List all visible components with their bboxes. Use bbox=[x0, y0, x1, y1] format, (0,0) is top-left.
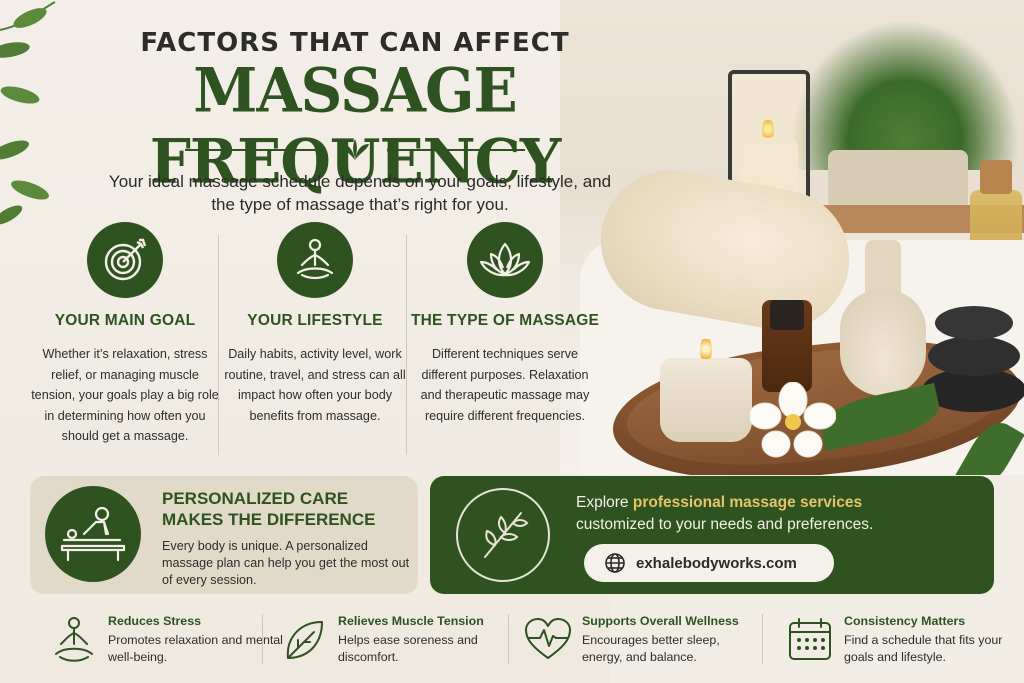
factor-title: YOUR LIFESTYLE bbox=[247, 312, 383, 329]
title-divider bbox=[185, 138, 525, 162]
factor-icon-circle bbox=[277, 222, 353, 298]
lantern-flame-image bbox=[762, 118, 774, 140]
website-link[interactable]: exhalebodyworks.com bbox=[584, 544, 834, 582]
factor-main-goal: YOUR MAIN GOAL Whether it’s relaxation, … bbox=[30, 222, 220, 447]
explore-services-card: Explore professional massage services cu… bbox=[430, 476, 994, 594]
explore-prefix: Explore bbox=[576, 494, 633, 511]
website-url[interactable]: exhalebodyworks.com bbox=[636, 554, 797, 572]
massage-table-icon bbox=[60, 506, 126, 562]
sprig-icon bbox=[341, 139, 369, 160]
divider-line bbox=[185, 149, 315, 151]
meditation-icon bbox=[55, 617, 93, 662]
personalized-icon-circle bbox=[45, 486, 141, 582]
benefit-reduces-stress: Reduces Stress Promotes relaxation and m… bbox=[48, 612, 288, 672]
factor-body: Whether it’s relaxation, stress relief, … bbox=[31, 347, 219, 443]
factor-title: THE TYPE OF MASSAGE bbox=[410, 312, 600, 329]
benefit-overall-wellness: Supports Overall Wellness Encourages bet… bbox=[522, 612, 762, 672]
benefit-title: Consistency Matters bbox=[844, 614, 966, 628]
benefit-relieves-tension: Relieves Muscle Tension Helps ease soren… bbox=[278, 612, 518, 672]
column-divider bbox=[218, 235, 219, 455]
herbal-pouch-image bbox=[840, 290, 926, 396]
hot-stone-image bbox=[935, 306, 1013, 340]
lotus-icon bbox=[479, 242, 531, 277]
benefit-body: Promotes relaxation and mental well-bein… bbox=[108, 633, 283, 664]
personalized-care-card: PERSONALIZED CARE MAKES THE DIFFERENCE E… bbox=[30, 476, 418, 594]
meditation-icon bbox=[296, 238, 334, 280]
explore-text: Explore professional massage services cu… bbox=[576, 492, 976, 536]
branch-icon bbox=[484, 512, 529, 558]
page-title: MASSAGE FREQUENCY bbox=[149, 54, 561, 198]
divider-line bbox=[395, 149, 525, 151]
title-kicker: FACTORS THAT CAN AFFECT bbox=[140, 28, 570, 58]
factor-icon-circle bbox=[467, 222, 543, 298]
benefit-divider bbox=[508, 614, 509, 664]
plant-image bbox=[790, 20, 1020, 170]
herbal-pouch-stem-image bbox=[865, 240, 901, 298]
divider-dot bbox=[315, 146, 323, 154]
column-divider bbox=[406, 235, 407, 455]
oil-cork-image bbox=[980, 160, 1012, 194]
factor-lifestyle: YOUR LIFESTYLE Daily habits, activity le… bbox=[220, 222, 410, 426]
factor-title: YOUR MAIN GOAL bbox=[54, 312, 196, 329]
spa-photo bbox=[560, 0, 1024, 475]
heartbeat-icon bbox=[525, 618, 571, 659]
leaf-icon bbox=[286, 621, 323, 659]
explore-suffix: customized to your needs and preferences… bbox=[576, 516, 874, 533]
benefit-divider bbox=[262, 614, 263, 664]
benefit-consistency: Consistency Matters Find a schedule that… bbox=[784, 612, 1024, 672]
divider-dot bbox=[387, 146, 395, 154]
benefit-body: Helps ease soreness and discomfort. bbox=[338, 633, 478, 664]
benefit-title: Reduces Stress bbox=[108, 614, 201, 628]
factor-body: Different techniques serve different pur… bbox=[420, 347, 590, 423]
benefit-body: Find a schedule that fits your goals and… bbox=[844, 633, 1003, 664]
amber-bottle-cap-image bbox=[770, 300, 804, 330]
factor-body: Daily habits, activity level, work routi… bbox=[224, 347, 406, 423]
explore-icon-circle bbox=[456, 488, 550, 582]
leaves-decoration bbox=[0, 1, 56, 225]
benefit-title: Relieves Muscle Tension bbox=[338, 614, 484, 628]
benefit-title: Supports Overall Wellness bbox=[582, 614, 739, 628]
explore-highlight[interactable]: professional massage services bbox=[632, 494, 863, 511]
factor-icon-circle bbox=[87, 222, 163, 298]
intro-text: Your ideal massage schedule depends on y… bbox=[108, 172, 612, 214]
factor-type-of-massage: THE TYPE OF MASSAGE Different techniques… bbox=[410, 222, 600, 426]
benefit-divider bbox=[762, 614, 763, 664]
candle-image bbox=[660, 358, 752, 442]
hot-stone-image bbox=[928, 336, 1020, 376]
candle-flame-image bbox=[700, 336, 712, 362]
calendar-icon bbox=[789, 618, 831, 660]
personalized-body: Every body is unique. A personalized mas… bbox=[162, 539, 410, 587]
frangipani-flower-image bbox=[750, 382, 836, 458]
target-icon bbox=[104, 238, 147, 281]
personalized-title: PERSONALIZED CARE MAKES THE DIFFERENCE bbox=[162, 489, 376, 529]
benefit-body: Encourages better sleep, energy, and bal… bbox=[582, 633, 720, 664]
globe-icon bbox=[605, 553, 625, 573]
